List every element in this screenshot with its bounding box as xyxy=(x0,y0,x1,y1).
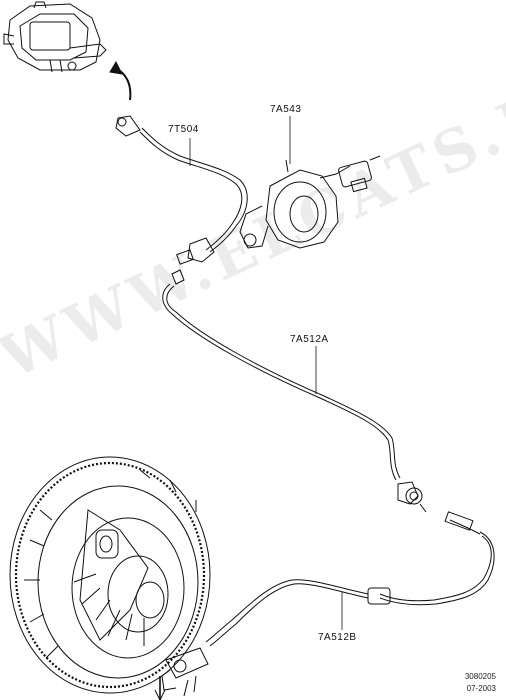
footer-ref: 3080205 xyxy=(464,672,496,681)
clutch-pipe-front xyxy=(115,115,248,265)
callout-leaders xyxy=(189,116,343,630)
callout-7a543: 7A543 xyxy=(270,104,302,115)
callout-7t504: 7T504 xyxy=(168,124,199,135)
master-cylinder-reservoir xyxy=(3,1,107,73)
callout-7a512a: 7A512A xyxy=(290,334,329,345)
footer-date: 07-2003 xyxy=(466,684,496,693)
clutch-pipe-rear xyxy=(205,511,495,647)
callout-7a512b: 7A512B xyxy=(318,632,357,643)
direction-arrow-icon xyxy=(109,60,132,101)
clutch-flywheel-assembly xyxy=(9,456,211,694)
release-bearing-fitting xyxy=(154,647,209,700)
slave-cylinder xyxy=(239,155,381,249)
clutch-pipe-mid xyxy=(162,269,427,513)
